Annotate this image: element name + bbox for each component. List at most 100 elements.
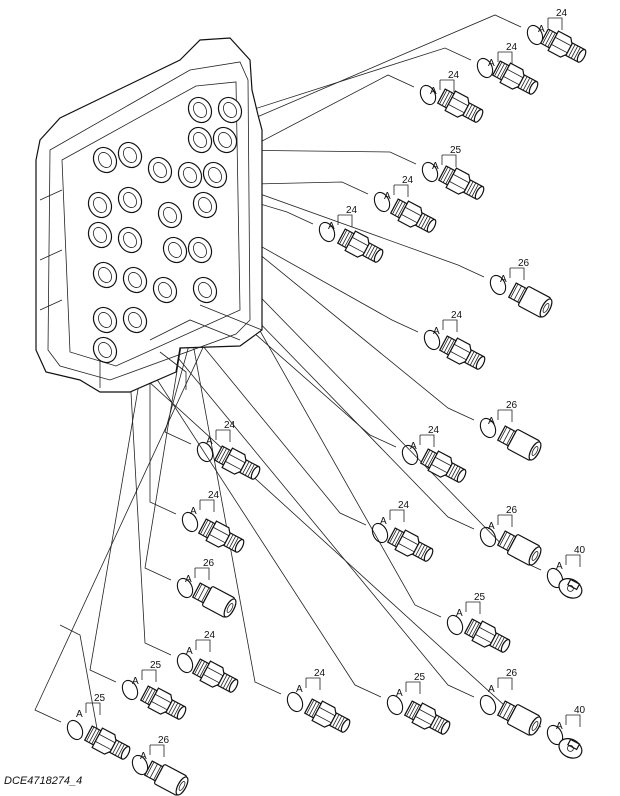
fitting-body: [386, 527, 434, 562]
fitting-body: [143, 760, 189, 796]
valve-port: [87, 221, 113, 249]
o-ring: [66, 719, 84, 741]
seal-label: A: [396, 688, 403, 699]
part-number: 25: [474, 592, 486, 603]
fitting-body: [496, 530, 542, 566]
valve-port: [212, 126, 238, 154]
fitting-adapter: A24: [318, 205, 384, 263]
fitting-adapter: A24: [526, 8, 587, 63]
fitting-plug: A40: [546, 705, 586, 759]
seal-label: A: [488, 684, 495, 695]
part-number: 26: [506, 505, 518, 516]
seal-label: A: [556, 561, 563, 572]
part-number: 25: [450, 145, 462, 156]
fitting-body: [389, 198, 437, 233]
part-number: 26: [506, 668, 518, 679]
part-number: 25: [414, 672, 426, 683]
valve-port: [177, 161, 203, 189]
o-ring: [446, 614, 464, 636]
valve-port: [147, 156, 173, 184]
valve-port: [117, 141, 143, 169]
part-number: 24: [208, 490, 220, 501]
seal-label: A: [206, 436, 213, 447]
part-number: 24: [224, 420, 236, 431]
o-ring: [479, 417, 497, 439]
part-number: 25: [94, 693, 106, 704]
seal-label: A: [500, 274, 507, 285]
part-number: 26: [203, 558, 215, 569]
fitting-body: [437, 165, 485, 200]
valve-port: [122, 266, 148, 294]
seal-label: A: [76, 709, 83, 720]
fitting-body: [507, 282, 553, 318]
fitting-adapter: A24: [181, 490, 245, 553]
valve-port: [192, 276, 218, 304]
seal-label: A: [410, 441, 417, 452]
valve-port: [187, 126, 213, 154]
o-ring: [176, 652, 194, 674]
part-number: 24: [428, 425, 440, 436]
valve-port: [92, 261, 118, 289]
part-number: 24: [314, 668, 326, 679]
valve-port: [117, 186, 143, 214]
seal-label: A: [456, 608, 463, 619]
part-number: 40: [574, 705, 586, 716]
seal-label: A: [186, 646, 193, 657]
fitting-body: [139, 685, 187, 720]
fitting-swivel: A26: [176, 558, 237, 618]
part-number: 25: [150, 660, 162, 671]
fitting-adapter: A24: [419, 70, 484, 123]
fitting-body: [191, 658, 239, 693]
fitting-adapter: A 24: [286, 668, 351, 733]
o-ring: [386, 694, 404, 716]
fitting-swivel: A26: [131, 735, 189, 796]
o-ring: [286, 691, 304, 713]
seal-label: A: [538, 24, 545, 35]
o-ring: [526, 24, 544, 46]
fitting-body: [403, 700, 451, 735]
part-number: 24: [506, 42, 518, 53]
fitting-swivel: A 26: [479, 505, 542, 566]
o-ring: [318, 221, 336, 243]
part-number: 24: [398, 500, 410, 511]
fitting-adapter: A 25: [66, 693, 131, 760]
fitting-body: [558, 578, 583, 599]
valve-port: [187, 236, 213, 264]
part-number: 24: [448, 70, 460, 81]
seal-label: A: [488, 521, 495, 532]
valve-port: [217, 96, 243, 124]
fitting-adapter: A 24: [371, 500, 434, 562]
o-ring: [196, 441, 214, 463]
fitting-body: [463, 618, 511, 653]
seal-label: A: [296, 684, 303, 695]
fitting-body: [436, 88, 484, 123]
seal-label: A: [488, 58, 495, 69]
fitting-body: [558, 738, 583, 759]
fitting-adapter: A25: [421, 145, 485, 200]
fitting-adapter: A24: [423, 310, 486, 370]
seal-label: A: [380, 516, 387, 527]
o-ring: [479, 526, 497, 548]
o-ring: [419, 84, 437, 106]
fitting-body: [496, 700, 542, 736]
fitting-body: [539, 28, 587, 63]
fitting-body: [303, 698, 351, 733]
o-ring: [176, 577, 194, 599]
fitting-adapter: A 25: [446, 592, 511, 653]
o-ring: [423, 329, 441, 351]
o-ring: [489, 274, 507, 296]
fitting-plug: A40: [546, 545, 586, 599]
valve-ports: [87, 96, 243, 364]
valve-port: [187, 96, 213, 124]
fitting-adapter: A 24: [401, 425, 467, 483]
seal-label: A: [328, 221, 335, 232]
fitting-body: [191, 582, 237, 618]
o-ring: [373, 191, 391, 213]
fitting-body: [491, 60, 539, 95]
fitting-body: [419, 448, 467, 483]
valve-port: [87, 191, 113, 219]
o-ring: [181, 511, 199, 533]
fitting-body: [496, 425, 542, 461]
fitting-body: [438, 335, 486, 370]
seal-label: A: [488, 416, 495, 427]
